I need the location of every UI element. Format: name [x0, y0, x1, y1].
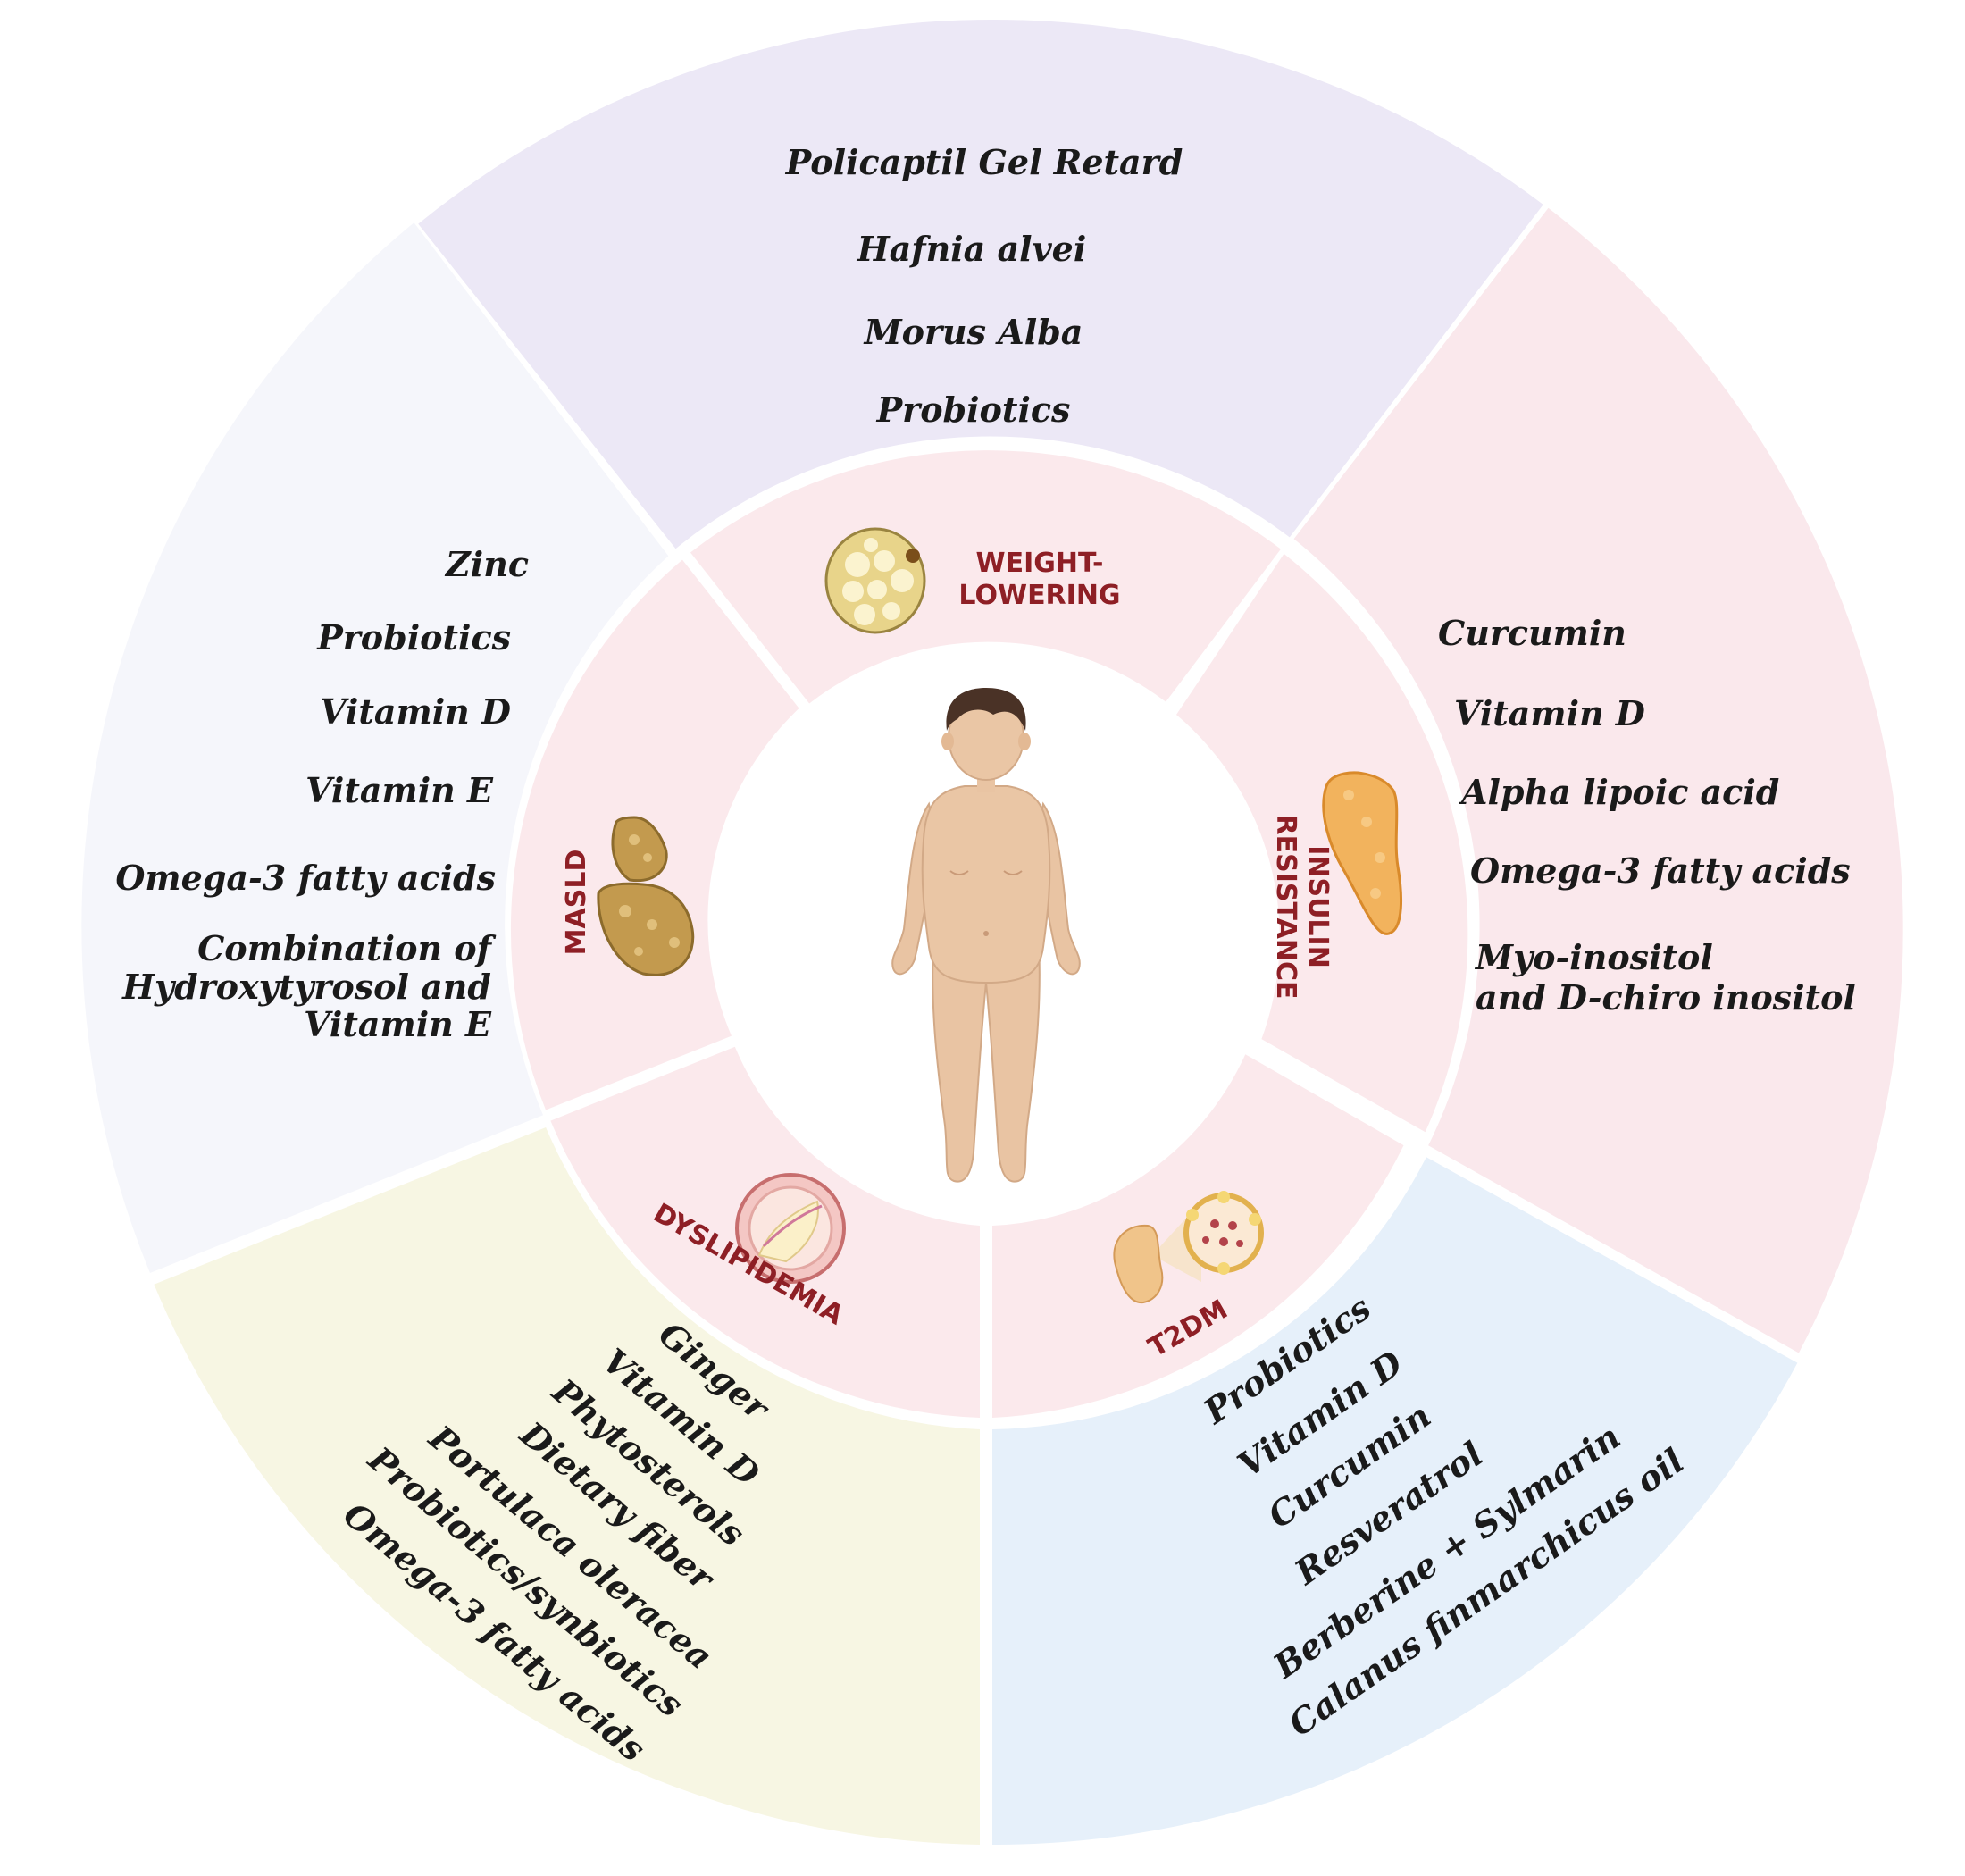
weight-lowering-label-line1: WEIGHT-	[976, 548, 1104, 579]
list-item: Vitamin D	[320, 691, 511, 732]
list-item: Probiotics	[316, 617, 511, 657]
child-body-icon	[891, 688, 1081, 1183]
list-item: Hydroxytyrosol and	[121, 967, 491, 1007]
pancreas-icon	[1322, 771, 1403, 935]
adipose-tissue-icon	[824, 527, 926, 634]
fatty-liver-icon	[597, 816, 695, 976]
insulin-resistance-label-line2: RESISTANCE	[1270, 815, 1301, 1000]
weight-lowering-outer-sector	[418, 19, 1543, 549]
list-item: Morus Alba	[863, 312, 1083, 352]
list-item: Alpha lipoic acid	[1459, 772, 1779, 812]
list-item: Policaptil Gel Retard	[785, 142, 1183, 182]
dyslipidemia-outer-sector	[154, 1127, 980, 1845]
list-item: Curcumin	[1438, 613, 1626, 653]
list-item: Vitamin E	[305, 770, 494, 810]
insulin-resistance-inner-sector	[1176, 553, 1468, 1133]
artery-plaque-icon	[735, 1173, 846, 1284]
list-item: Zinc	[444, 544, 529, 584]
masld-outer-sector	[81, 222, 669, 1274]
list-item: Omega-3 fatty acids	[115, 858, 496, 898]
list-item: Probiotics	[876, 389, 1071, 430]
insulin-resistance-label-line1: INSULIN	[1302, 845, 1334, 968]
list-item: Combination of	[197, 928, 497, 968]
pancreas-islet-icon	[1113, 1191, 1264, 1304]
list-item: Vitamin E	[304, 1004, 492, 1044]
list-item: Vitamin D	[1454, 693, 1645, 733]
list-item: Omega-3 fatty acids	[1470, 850, 1851, 891]
insulin-resistance-supplement-list: Curcumin Vitamin D Alpha lipoic acid Ome…	[1438, 613, 1856, 1018]
list-item: Hafnia alvei	[857, 229, 1087, 269]
insulin-resistance-outer-sector	[1293, 207, 1903, 1353]
masld-supplement-list: Zinc Probiotics Vitamin D Vitamin E Omeg…	[115, 544, 529, 1044]
list-item: Myo-inositol	[1474, 937, 1713, 977]
weight-lowering-supplement-list: Policaptil Gel Retard Hafnia alvei Morus…	[785, 142, 1183, 430]
weight-lowering-label-line2: LOWERING	[958, 580, 1120, 611]
weight-lowering-inner-sector	[690, 450, 1281, 704]
t2dm-outer-sector	[992, 1157, 1798, 1846]
list-item: and D-chiro inositol	[1476, 977, 1856, 1018]
masld-label: MASLD	[561, 850, 592, 956]
